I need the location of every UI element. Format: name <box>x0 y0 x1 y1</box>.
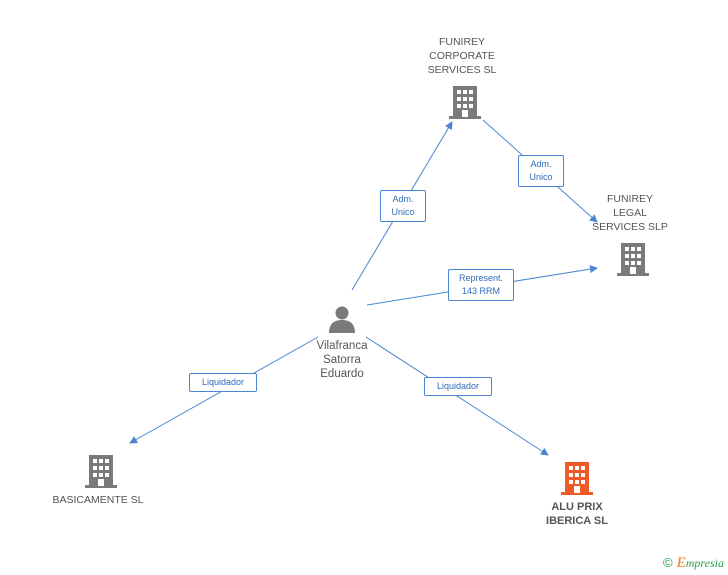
edge-label-represent: Represent. 143 RRM <box>448 269 514 301</box>
brand-logo-text: mpresia <box>685 556 724 570</box>
person-label: Vilafranca Satorra Eduardo <box>316 340 368 380</box>
edge-person-to-alu-prix <box>365 336 549 456</box>
edge-label-adm-unico-2: Adm. Unico <box>518 155 564 187</box>
person-icon <box>329 306 355 333</box>
copyright-icon: © <box>663 555 673 570</box>
building-icon <box>85 455 117 488</box>
edge-label-liquidador-left: Liquidador <box>189 373 257 392</box>
basicamente-label: BASICAMENTE SL <box>52 494 144 506</box>
alu-prix-label: ALU PRIX IBERICA SL <box>546 501 608 527</box>
funirey-corporate-label: FUNIREY CORPORATE SERVICES SL <box>427 36 497 76</box>
building-icon <box>449 86 481 119</box>
brand-logo-e: E <box>676 555 686 571</box>
funirey-legal-label: FUNIREY LEGAL SERVICES SLP <box>592 193 668 233</box>
building-icon <box>617 243 649 276</box>
brand-footer: ©Empresia <box>663 555 724 572</box>
edge-label-liquidador-right: Liquidador <box>424 377 492 396</box>
edge-label-adm-unico-1: Adm. Unico <box>380 190 426 222</box>
building-icon <box>561 462 593 495</box>
